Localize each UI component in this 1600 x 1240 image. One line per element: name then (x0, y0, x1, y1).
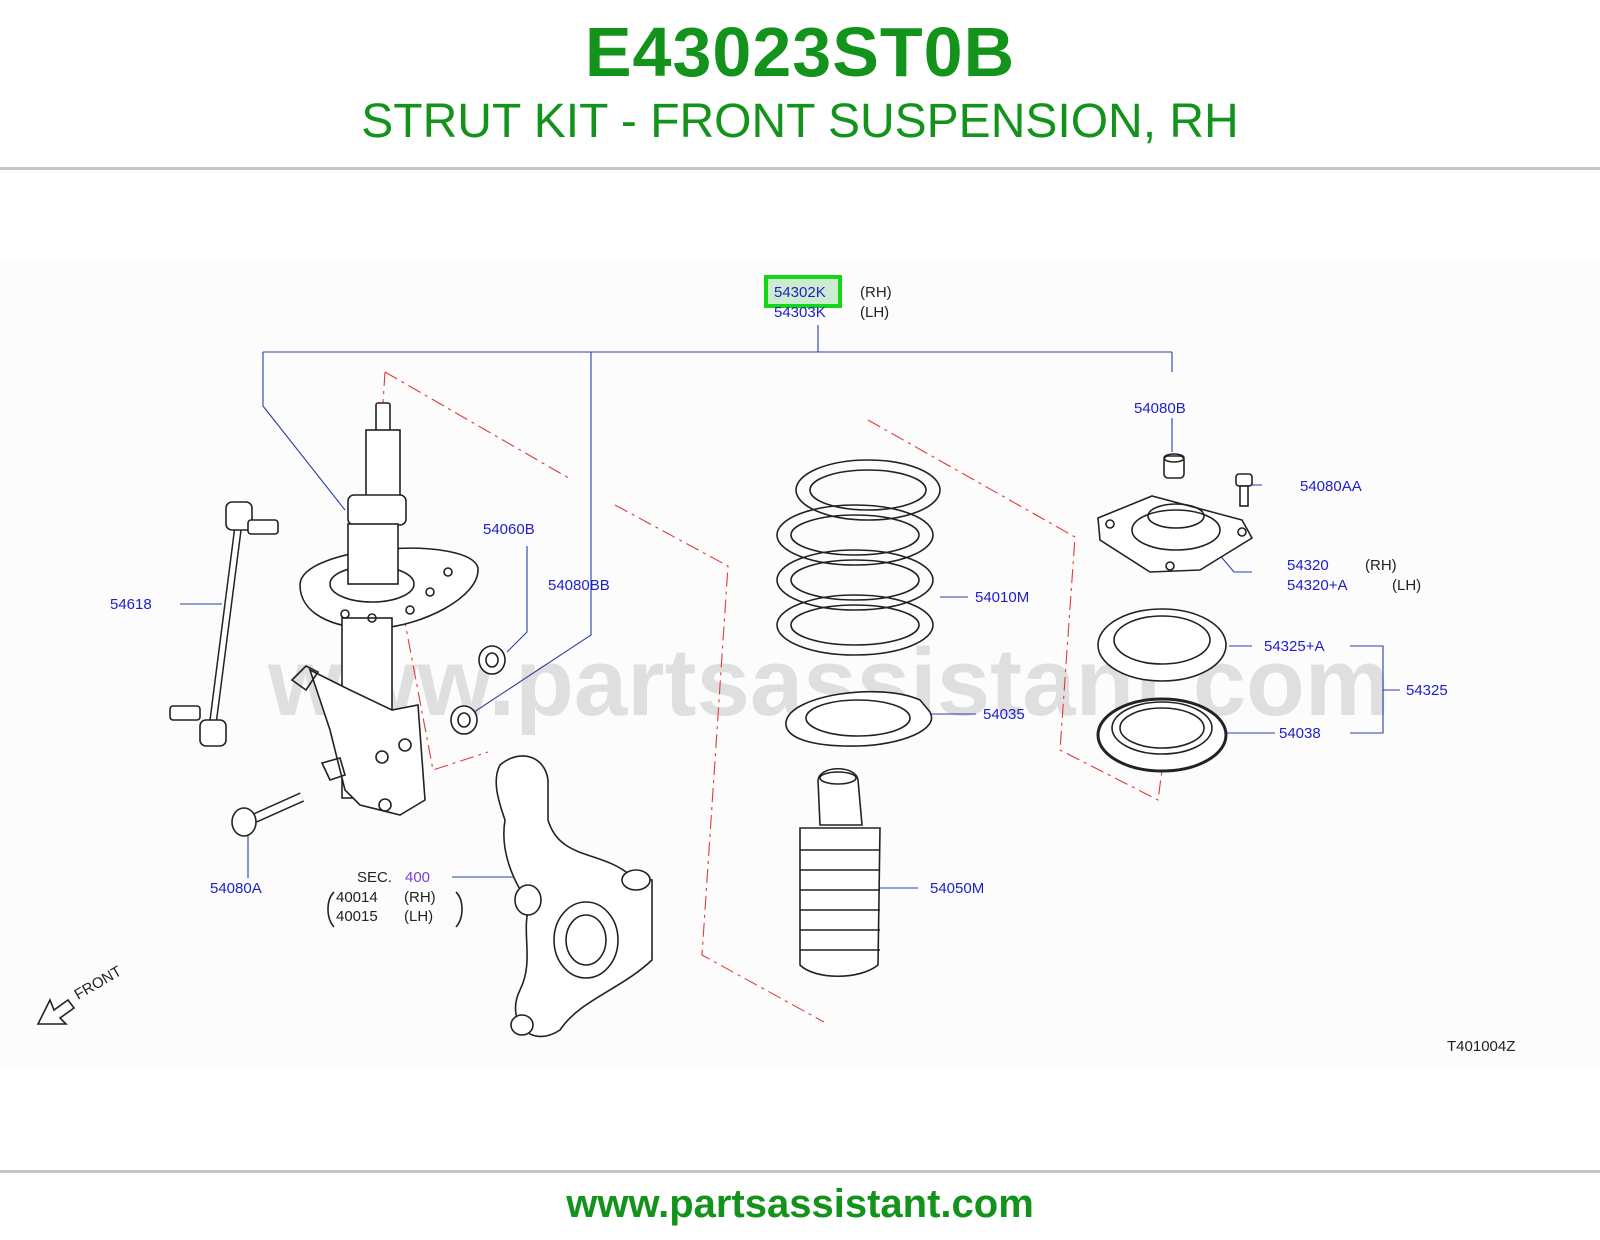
strut-assembly (290, 402, 479, 816)
callout-54035[interactable]: 54035 (983, 706, 1025, 723)
part-title: STRUT KIT - FRONT SUSPENSION, RH (361, 95, 1239, 148)
bracket-left (327, 891, 335, 928)
callout-54325[interactable]: 54325 (1406, 682, 1448, 699)
bump-boot (799, 768, 881, 978)
selected-part-highlight (764, 275, 842, 308)
callout-54303k-side: (LH) (860, 304, 889, 321)
sec-label: SEC. (357, 869, 392, 886)
sec-number-link[interactable]: 400 (405, 869, 430, 886)
leader-tree (180, 325, 1400, 889)
callout-54050m[interactable]: 54050M (930, 880, 984, 897)
callout-54080bb[interactable]: 54080BB (548, 577, 610, 594)
coil-spring (776, 459, 941, 656)
footer-divider (0, 1170, 1600, 1173)
steering-knuckle (495, 755, 653, 1038)
assembly-guide-spring (867, 419, 1163, 801)
callout-54060b[interactable]: 54060B (483, 521, 535, 538)
callout-54320[interactable]: 54320 (1287, 557, 1329, 574)
bolt-54080aa (1235, 473, 1253, 507)
callout-54302k[interactable]: 54302K (774, 284, 826, 301)
bearing-54325a (1097, 608, 1227, 682)
knuckle-lh-side: (LH) (404, 908, 433, 925)
callout-54320a[interactable]: 54320+A (1287, 577, 1347, 594)
front-label: FRONT (72, 963, 125, 1004)
diagram-panel: www.partsassistant.com (0, 262, 1600, 1070)
knuckle-rh-side: (RH) (404, 889, 436, 906)
callout-54302k-side: (RH) (860, 284, 892, 301)
front-arrow-icon (36, 998, 76, 1025)
knuckle-lh-number: 40015 (336, 908, 378, 925)
callout-54618[interactable]: 54618 (110, 596, 152, 613)
footer-url-link[interactable]: www.partsassistant.com (566, 1182, 1034, 1226)
page-header: E43023ST0B STRUT KIT - FRONT SUSPENSION,… (0, 0, 1600, 168)
assembly-guide-middle (614, 504, 825, 1023)
bearing-54038 (1096, 697, 1228, 773)
assembly-guide-left-top (384, 371, 573, 481)
stabilizer-link (169, 501, 279, 747)
nut-54080bb (450, 705, 478, 735)
bracket-right (455, 891, 463, 928)
callout-54010m[interactable]: 54010M (975, 589, 1029, 606)
callout-54320a-side: (LH) (1392, 577, 1421, 594)
top-nut-54080b (1163, 453, 1185, 479)
nut-54060b (478, 645, 506, 675)
header-divider (0, 167, 1600, 170)
callout-54080a[interactable]: 54080A (210, 880, 262, 897)
callout-54320-side: (RH) (1365, 557, 1397, 574)
callout-54080b[interactable]: 54080B (1134, 400, 1186, 417)
callout-54325a[interactable]: 54325+A (1264, 638, 1324, 655)
diagram-code: T401004Z (1447, 1038, 1515, 1055)
callout-54038[interactable]: 54038 (1279, 725, 1321, 742)
bolt-54080a (231, 792, 305, 837)
knuckle-rh-number: 40014 (336, 889, 378, 906)
spring-seat (785, 690, 933, 747)
callout-54080aa[interactable]: 54080AA (1300, 478, 1362, 495)
strut-mount (1097, 495, 1254, 573)
part-number-heading: E43023ST0B (584, 13, 1016, 91)
callout-54303k[interactable]: 54303K (774, 304, 826, 321)
exploded-parts-diagram: www.partsassistant.com (36, 275, 1515, 1055)
